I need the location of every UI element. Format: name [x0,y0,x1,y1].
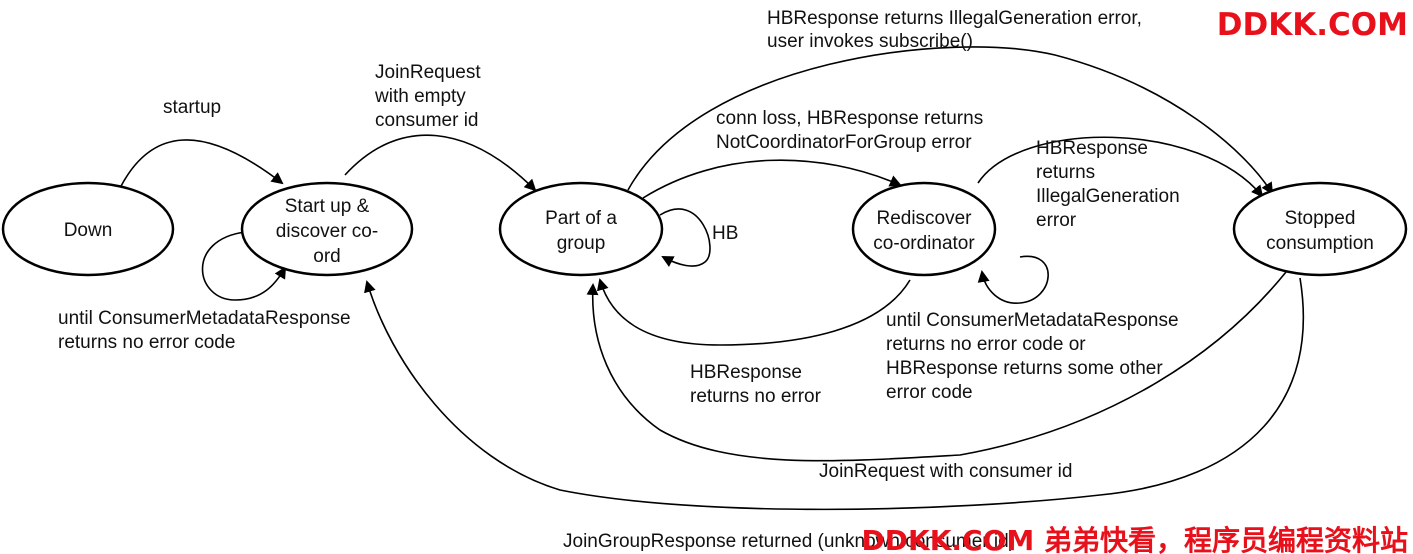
label-top-illegal-2: user invokes subscribe() [767,31,973,52]
label-top-illegal: HBResponse returns IllegalGeneration err… [767,8,1142,52]
state-down: Down [1,181,175,277]
watermark-bottom: DDKK.COM 弟弟快看，程序员编程资料站 [862,524,1408,554]
label-until-metadata-or-1: until ConsumerMetadataResponse [886,310,1179,331]
state-group-label-1: Part of a [545,208,617,229]
edge-hb-selfloop [659,208,711,267]
edge-join-empty [344,134,537,192]
state-startup: Start up & discover co- ord [240,181,414,277]
label-top-illegal-1: HBResponse returns IllegalGeneration err… [767,8,1142,29]
edge-join-with-id [586,271,1287,462]
state-down-label: Down [64,220,113,241]
edge-hb-illegal [977,136,1264,198]
label-conn-loss: conn loss, HBResponse returns NotCoordin… [716,108,983,153]
edge-top-illegal [627,46,1274,195]
state-rediscover-label-2: co-ordinator [873,233,975,254]
label-hb-no-error: HBResponse returns no error [690,362,822,407]
label-join-empty-1: JoinRequest [375,62,481,83]
edge-startup [119,139,284,189]
label-conn-loss-2: NotCoordinatorForGroup error [716,132,972,153]
label-until-metadata-or-3: HBResponse returns some other [886,358,1163,379]
label-hb: HB [712,223,738,244]
state-group-label-2: group [557,233,606,254]
state-stopped-label-1: Stopped [1285,208,1356,229]
label-hb-no-error-1: HBResponse [690,362,802,383]
label-hb-illegal-3: IllegalGeneration [1036,186,1180,207]
edge-conn-loss [642,159,902,199]
label-join-with-id: JoinRequest with consumer id [819,461,1072,482]
label-hb-illegal: HBResponse returns IllegalGeneration err… [1036,138,1180,231]
label-hb-no-error-2: returns no error [690,386,822,407]
state-group: Part of a group [498,181,664,277]
state-stopped-label-2: consumption [1266,233,1374,254]
label-until-metadata-1: until ConsumerMetadataResponse [58,308,351,329]
label-join-group-response: JoinGroupResponse returned (unknown cons… [563,531,1015,552]
watermark-top: DDKK.COM [1217,7,1408,43]
label-conn-loss-1: conn loss, HBResponse returns [716,108,983,129]
label-hb-illegal-4: error [1036,210,1077,231]
state-startup-label-3: ord [313,246,340,267]
label-until-metadata-or-4: error code [886,382,973,403]
label-until-metadata-2: returns no error code [58,332,235,353]
state-startup-label-1: Start up & [285,196,370,217]
label-join-empty: JoinRequest with empty consumer id [374,62,481,131]
edge-startup-selfloop [201,231,287,301]
label-until-metadata: until ConsumerMetadataResponse returns n… [58,308,351,353]
edge-join-group-response [364,277,1305,511]
state-startup-label-2: discover co- [276,221,378,242]
label-startup: startup [163,97,221,118]
label-hb-illegal-1: HBResponse [1036,138,1148,159]
state-stopped: Stopped consumption [1232,181,1408,277]
state-rediscover: Rediscover co-ordinator [851,181,997,277]
label-until-metadata-or: until ConsumerMetadataResponse returns n… [886,310,1179,403]
edge-hb-no-error [596,278,911,346]
state-rediscover-label-1: Rediscover [876,208,972,229]
label-join-empty-3: consumer id [375,110,479,131]
label-hb-illegal-2: returns [1036,162,1095,183]
label-until-metadata-or-2: returns no error code or [886,334,1086,355]
edge-rediscover-selfloop [977,255,1049,304]
label-join-empty-2: with empty [374,86,466,107]
